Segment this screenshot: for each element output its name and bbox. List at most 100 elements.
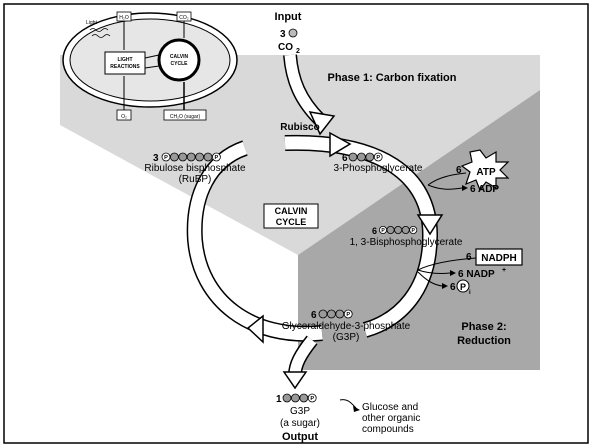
atp-group: 6 ATP 6 ADP <box>427 149 510 195</box>
carbon-bead-icon <box>169 152 179 162</box>
calvin-label-2: CYCLE <box>276 217 307 227</box>
phosphate-letter: P <box>310 396 314 402</box>
g3p-cycle-molecule: 6 P Glyceraldehyde-3-phosphate (G3P) <box>282 309 411 343</box>
carbon-bead-icon <box>290 393 300 403</box>
pga-carbon-chain: P <box>348 152 383 162</box>
arrowhead-left <box>246 314 264 344</box>
pga-molecule: 6 P 3-Phosphoglycerate <box>334 152 423 174</box>
pi-subscript: i <box>469 290 471 296</box>
carbon-bead-icon <box>282 393 292 403</box>
co2-count: 3 <box>280 29 286 40</box>
nadp-superscript: + <box>502 267 506 274</box>
g3p-out-name: G3P <box>290 406 310 417</box>
carbon-bead-icon <box>203 152 213 162</box>
atp-count: 6 <box>456 165 462 176</box>
carbon-bead-icon <box>326 309 336 319</box>
carbon-bead-icon <box>186 152 196 162</box>
co2-input-molecule: 3 CO 2 <box>278 28 300 55</box>
g3p-cycle-count: 6 <box>311 310 317 321</box>
inset-light-reactions-2: REACTIONS <box>110 64 140 70</box>
carbon-bead-icon <box>401 225 410 234</box>
g3p-cycle-abbr: (G3P) <box>333 332 360 343</box>
phosphate-letter: P <box>215 155 219 161</box>
glucose-arrowhead <box>353 406 360 412</box>
phosphate-letter: P <box>381 228 385 234</box>
nadp-arrowhead <box>450 270 456 276</box>
carbon-atom-icon <box>288 28 298 38</box>
nadph-count: 6 <box>466 252 472 263</box>
co2-input-arrowhead <box>308 111 336 136</box>
inset-h2o: H₂O <box>119 15 129 21</box>
atp-burst-icon <box>460 149 510 192</box>
adp-arrow <box>427 184 463 190</box>
inset-calvin-1: CALVIN <box>170 54 189 60</box>
carbon-bead-icon <box>386 225 395 234</box>
inset-exchange-arrows <box>144 54 160 69</box>
g3p-cycle-name: Glyceraldehyde-3-phosphate <box>282 321 411 332</box>
phosphate-bead-icon <box>307 393 317 403</box>
pga-name: 3-Phosphoglycerate <box>334 163 423 174</box>
phase2-label-1: Phase 2: <box>461 321 506 333</box>
phosphate-bead-icon <box>343 309 353 319</box>
arrowhead-to-bpg <box>416 214 444 236</box>
pi-count: 6 <box>450 282 456 293</box>
phosphate-letter: P <box>376 155 380 161</box>
glucose-arrow <box>339 399 357 409</box>
carbon-bead-icon <box>299 393 309 403</box>
phosphate-bead-icon <box>211 152 221 162</box>
glucose-line-3: compounds <box>362 424 414 435</box>
rubp-count: 3 <box>153 153 159 164</box>
co2-molecule: CO <box>278 42 293 53</box>
glucose-line-2: other organic <box>362 413 420 424</box>
g3p-output-arrowhead <box>282 371 308 390</box>
inset-calvin-circle <box>157 38 201 82</box>
phase1-label: Phase 1: Carbon fixation <box>328 72 457 84</box>
input-title: Input <box>275 11 302 23</box>
phase2-label-2: Reduction <box>457 335 511 347</box>
phosphate-circle-icon <box>456 279 470 293</box>
carbon-bead-icon <box>394 225 403 234</box>
nadph-label: NADPH <box>481 253 517 264</box>
atp-label: ATP <box>476 167 496 178</box>
calvin-label-1: CALVIN <box>275 206 308 216</box>
pi-arrowhead <box>442 283 448 289</box>
adp-arrowhead <box>462 185 468 191</box>
glucose-line-1: Glucose and <box>362 402 418 413</box>
arrowhead-to-pga <box>329 131 352 158</box>
bpg-count: 6 <box>372 226 377 236</box>
nadp-arrow <box>417 269 451 275</box>
inset-light-reactions-1: LIGHT <box>118 57 133 63</box>
phosphate-letter: P <box>412 228 416 234</box>
pga-count: 6 <box>342 153 348 164</box>
carbon-bead-icon <box>348 152 358 162</box>
g3p-out-desc: (a sugar) <box>280 418 320 429</box>
inset-light: Light <box>86 20 97 26</box>
g3p-out-count: 1 <box>276 394 282 405</box>
g3p-output-molecule: 1 P G3P (a sugar) <box>276 393 320 429</box>
light-reactions-box <box>104 51 146 75</box>
carbon-bead-icon <box>178 152 188 162</box>
atp-arrow <box>427 172 467 186</box>
pi-letter: P <box>460 282 466 292</box>
chloroplast-inner <box>69 18 231 102</box>
phosphate-bead-icon <box>409 225 418 234</box>
carbon-bead-icon <box>356 152 366 162</box>
g3p-out-carbon-chain: P <box>282 393 317 403</box>
calvin-cycle-label-box <box>263 203 319 229</box>
bpg-name: 1, 3-Bisphosphoglycerate <box>350 237 463 248</box>
carbon-bead-icon <box>335 309 345 319</box>
cycle-arc-left <box>188 141 323 341</box>
nadph-box <box>475 248 523 266</box>
output-title: Output <box>282 431 318 443</box>
phosphate-letter: P <box>346 312 350 318</box>
phosphate-letter: P <box>164 155 168 161</box>
co2-subscript: 2 <box>296 48 300 55</box>
inset-sugar-box <box>163 109 207 121</box>
rubp-name: Ribulose bisphosphate <box>144 163 246 174</box>
nadp-label: 6 NADP <box>458 269 495 280</box>
